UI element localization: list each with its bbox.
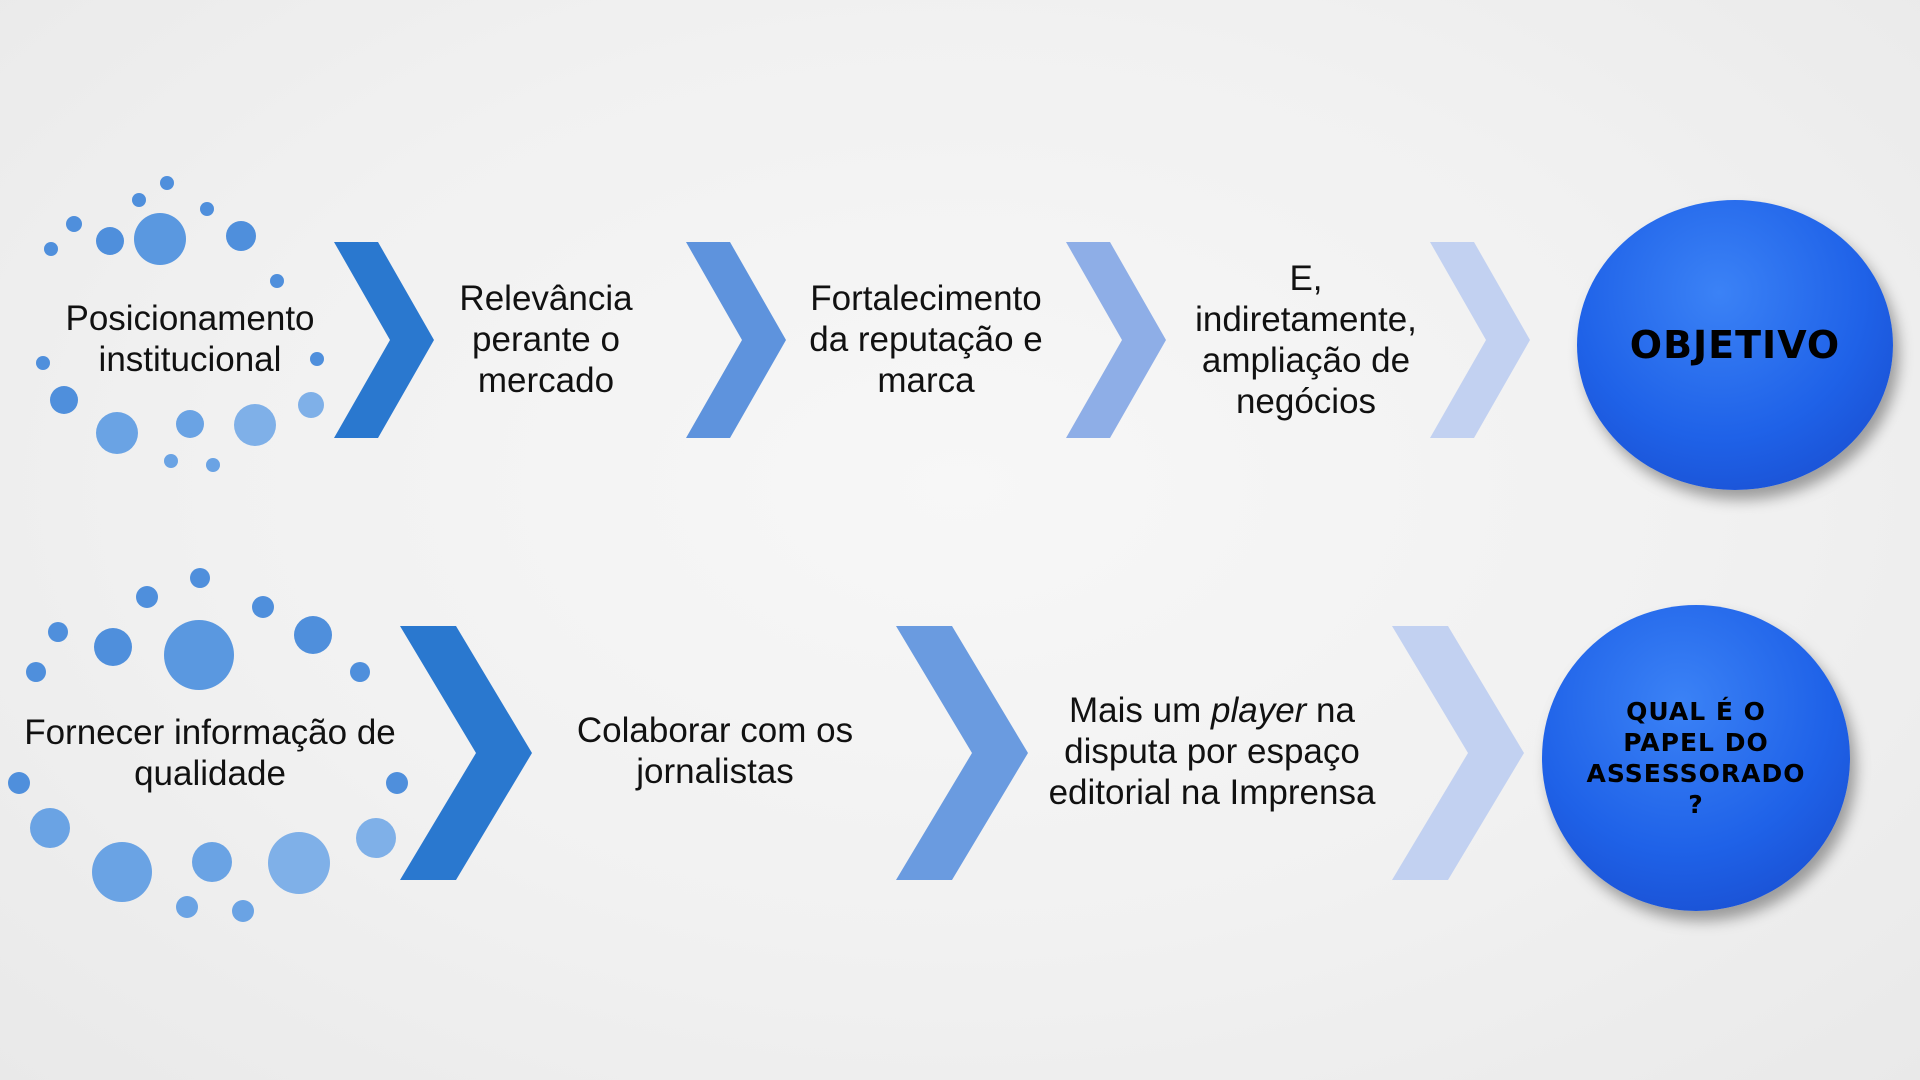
goal-label: QUAL É O PAPEL DO ASSESSORADO ? (1576, 696, 1816, 820)
step-text: Mais um player na disputa por espaço edi… (1024, 690, 1400, 813)
chevron-arrow-icon (1430, 242, 1530, 438)
ring-label: Fornecer informação de qualidade (24, 713, 396, 793)
dot (226, 221, 256, 251)
dot (310, 352, 324, 366)
chevron-arrow-icon (686, 242, 786, 438)
step-text: Relevância perante o mercado (459, 279, 633, 400)
goal-label-line: QUAL É O (1626, 697, 1766, 726)
dot (268, 832, 330, 894)
dot (44, 242, 58, 256)
dot-ring-positioning: Posicionamento institucional (20, 176, 360, 490)
dot (92, 842, 152, 902)
dot (132, 193, 146, 207)
dot (252, 596, 274, 618)
chevron-arrow-icon (1066, 242, 1166, 438)
goal-circle: QUAL É O PAPEL DO ASSESSORADO ? (1542, 605, 1850, 911)
dot (192, 842, 232, 882)
goal-label-line: PAPEL DO (1623, 728, 1769, 757)
dot (94, 628, 132, 666)
dot (66, 216, 82, 232)
ring-label: Posicionamento institucional (65, 299, 315, 379)
dot (356, 818, 396, 858)
dot (26, 662, 46, 682)
goal-label: OBJETIVO (1629, 323, 1841, 367)
dot (350, 662, 370, 682)
dot (176, 410, 204, 438)
dot (134, 213, 186, 265)
step-text-prefix: Mais um (1069, 691, 1211, 730)
dot-ring-information: Fornecer informação de qualidade (0, 560, 420, 940)
dot (50, 386, 78, 414)
dot (298, 392, 324, 418)
dot (164, 620, 234, 690)
goal-label-line: ASSESSORADO (1586, 759, 1806, 788)
dot (136, 586, 158, 608)
dot (190, 568, 210, 588)
step-text: E, indiretamente, ampliação de negócios (1195, 259, 1417, 421)
dot (30, 808, 70, 848)
chevron-arrow-icon (1392, 626, 1524, 880)
step-text-emphasis: player (1210, 691, 1307, 730)
dot (164, 454, 178, 468)
dot (386, 772, 408, 794)
dot (176, 896, 198, 918)
dot (160, 176, 174, 190)
dot (206, 458, 220, 472)
step-text: Colaborar com os jornalistas (576, 711, 854, 791)
dot (234, 404, 276, 446)
step-text-suffix: na disputa por espaço editorial na Impre… (1048, 691, 1376, 812)
chevron-arrow-icon (334, 242, 434, 438)
goal-label-line: ? (1688, 790, 1704, 819)
dot (8, 772, 30, 794)
dot (232, 900, 254, 922)
dot (96, 412, 138, 454)
step-text: Fortalecimento da reputação e marca (809, 279, 1043, 400)
diagram-row-information: Fornecer informação de qualidade Colabor… (0, 560, 1920, 940)
dot (36, 356, 50, 370)
dot (200, 202, 214, 216)
chevron-arrow-icon (896, 626, 1028, 880)
diagram-row-positioning: Posicionamento institucional Relevância … (0, 176, 1920, 490)
dot (96, 227, 124, 255)
dot (270, 274, 284, 288)
chevron-arrow-icon (400, 626, 532, 880)
goal-circle: OBJETIVO (1577, 200, 1893, 490)
dot (48, 622, 68, 642)
dot (294, 616, 332, 654)
